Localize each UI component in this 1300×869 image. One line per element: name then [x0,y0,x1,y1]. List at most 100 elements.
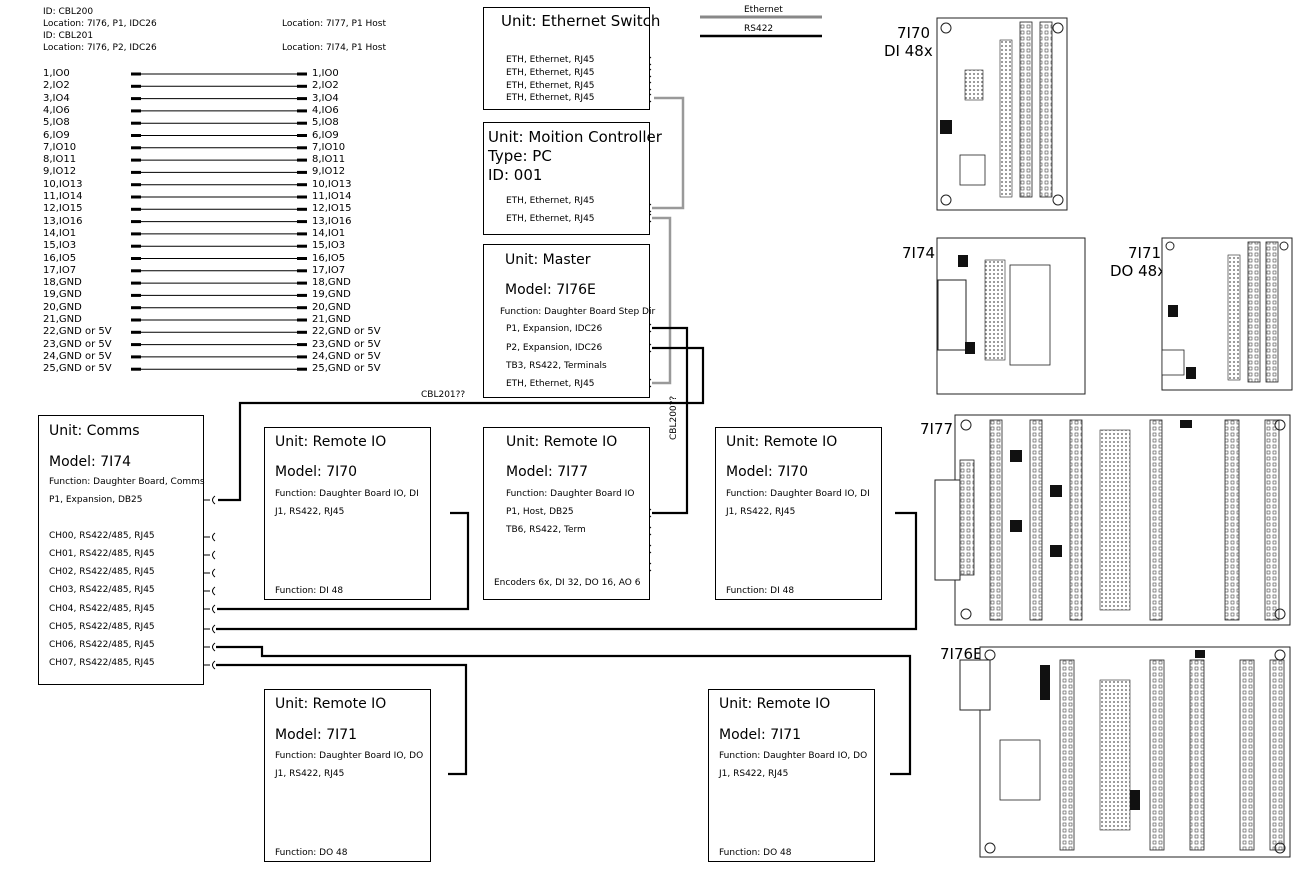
port-label: ETH, Ethernet, RJ45 [506,55,595,65]
cable-location-b: Location: 7I74, P1 Host [282,43,387,53]
unit-footer: Function: DI 48 [726,586,795,596]
channel-label: CH03, RS422/485, RJ45 [49,585,155,595]
pin-label-right: 24,GND or 5V [312,350,381,362]
pin-label-left: 20,GND [43,301,82,313]
pin-label-left: 17,IO7 [43,264,77,276]
pin-label-right: 22,GND or 5V [312,326,381,338]
pin-label-right: 11,IO14 [312,191,352,202]
unit-function: Function: Daughter Board Step Dir [500,307,656,317]
unit-function: Function: Daughter Board IO, DI [275,489,419,499]
pin-label-left: 14,IO1 [43,227,77,239]
channel-label: CH07, RS422/485, RJ45 [49,658,155,668]
remote-io-7i71-unit[interactable]: Unit: Remote IO Model: 7I71 Function: Da… [264,689,431,862]
unit-title: Unit: Remote IO [719,696,831,712]
unit-title: Unit: Comms [49,423,140,439]
cable-id-cbl200: ID: CBL200 [43,7,94,17]
pin-label-right: 20,GND [312,301,351,313]
board-7i76e-drawing [959,646,1291,858]
pin-label-right: 16,IO5 [312,252,346,264]
unit-id: ID: 001 [488,166,543,184]
cable-location-b: Location: 7I77, P1 Host [282,19,387,29]
port-label: ETH, Ethernet, RJ45 [506,68,595,78]
remote-io-7i70-unit[interactable]: Unit: Remote IO Model: 7I70 Function: Da… [264,427,431,600]
board-label-7i71: 7I71 [1128,244,1162,262]
pin-label-right: 4,IO6 [312,104,339,116]
cable-id-cbl201: ID: CBL201 [43,31,94,41]
pin-label-left: 8,IO11 [43,154,77,166]
remote-io-7i77-unit[interactable]: Unit: Remote IO Model: 7I77 Function: Da… [483,427,650,600]
channel-label: CH01, RS422/485, RJ45 [49,549,155,559]
pin-label-left: 25,GND or 5V [43,363,112,375]
unit-model: Model: 7I70 [726,464,809,480]
pin-label-left: 15,IO3 [43,240,77,252]
pin-label-right: 7,IO10 [312,141,346,153]
port-label: ETH, Ethernet, RJ45 [506,379,595,389]
pin-label-left: 16,IO5 [43,252,77,264]
pin-label-left: 13,IO16 [43,215,83,227]
port-label: ETH, Ethernet, RJ45 [506,81,595,91]
remote-io-7i70-unit[interactable]: Unit: Remote IO Model: 7I70 Function: Da… [715,427,882,600]
unit-footer: Encoders 6x, DI 32, DO 16, AO 6 [494,578,641,588]
pin-label-right: 18,GND [312,277,351,289]
port-label: TB3, RS422, Terminals [506,361,607,371]
pin-label-left: 6,IO9 [43,129,70,141]
port-label: J1, RS422, RJ45 [275,507,345,517]
channel-label: CH00, RS422/485, RJ45 [49,531,155,541]
pin-label-left: 3,IO4 [43,92,70,104]
pin-label-left: 19,GND [43,289,82,301]
pin-label-left: 23,GND or 5V [43,338,112,350]
remote-io-7i71-unit[interactable]: Unit: Remote IO Model: 7I71 Function: Da… [708,689,875,862]
port-label: J1, RS422, RJ45 [719,769,789,779]
channel-label: CH02, RS422/485, RJ45 [49,567,155,577]
ethernet-switch-unit[interactable]: Unit: Ethernet Switch ETH, Ethernet, RJ4… [483,7,660,110]
board-7i77-drawing [934,414,1291,626]
unit-type: Type: PC [488,147,552,165]
pin-label-right: 1,IO0 [312,68,339,79]
unit-function: Function: Daughter Board IO [506,489,635,499]
pin-label-left: 22,GND or 5V [43,326,112,338]
port-label: ETH, Ethernet, RJ45 [506,214,595,224]
unit-title: Unit: Remote IO [275,434,387,450]
pin-label-left: 1,IO0 [43,68,70,79]
master-unit[interactable]: Unit: Master Model: 7I76E Function: Daug… [483,244,655,398]
unit-footer: Function: DO 48 [719,848,792,858]
legend [700,15,822,38]
port-label: J1, RS422, RJ45 [726,507,796,517]
legend-rs422-label: RS422 [744,24,774,34]
port-label: ETH, Ethernet, RJ45 [506,93,595,103]
pin-label-right: 2,IO2 [312,80,339,92]
unit-title: Unit: Ethernet Switch [501,12,661,30]
board-label-7i70: 7I70 [897,24,931,42]
board-7i74-drawing [936,237,1086,395]
port-label: P1, Expansion, DB25 [49,495,143,505]
pin-label-right: 3,IO4 [312,92,339,104]
unit-function: Function: Daughter Board IO, DO [719,751,868,761]
pin-label-right: 15,IO3 [312,240,346,252]
cable-pin-lines [131,72,307,371]
unit-model: Model: 7I74 [49,454,132,470]
unit-footer: Function: DI 48 [275,586,344,596]
board-label-7i76e: 7I76E [940,645,983,663]
channel-label: CH04, RS422/485, RJ45 [49,604,155,614]
board-label-7i77: 7I77 [920,420,954,438]
comms-unit[interactable]: Unit: Comms Model: 7I74 Function: Daught… [38,415,205,685]
unit-model: Model: 7I71 [719,727,802,743]
pin-label-right: 8,IO11 [312,154,346,166]
unit-model: Model: 7I70 [275,464,358,480]
motion-controller-unit[interactable]: Unit: Moition Controller Type: PC ID: 00… [483,122,662,235]
wire-label-cbl201: CBL201?? [421,390,466,400]
unit-model: Model: 7I77 [506,464,589,480]
pin-label-left: 5,IO8 [43,117,70,129]
pin-label-right: 17,IO7 [312,264,346,276]
channel-label: CH05, RS422/485, RJ45 [49,622,155,632]
pin-label-left: 9,IO12 [43,166,77,178]
unit-title: Unit: Master [505,252,591,268]
unit-function: Function: Daughter Board, Comms [49,477,205,487]
pin-label-right: 10,IO13 [312,178,352,190]
unit-title: Unit: Remote IO [726,434,838,450]
board-7i70-drawing [936,17,1068,211]
port-label: P1, Host, DB25 [506,507,574,517]
pin-label-left: 2,IO2 [43,80,70,92]
